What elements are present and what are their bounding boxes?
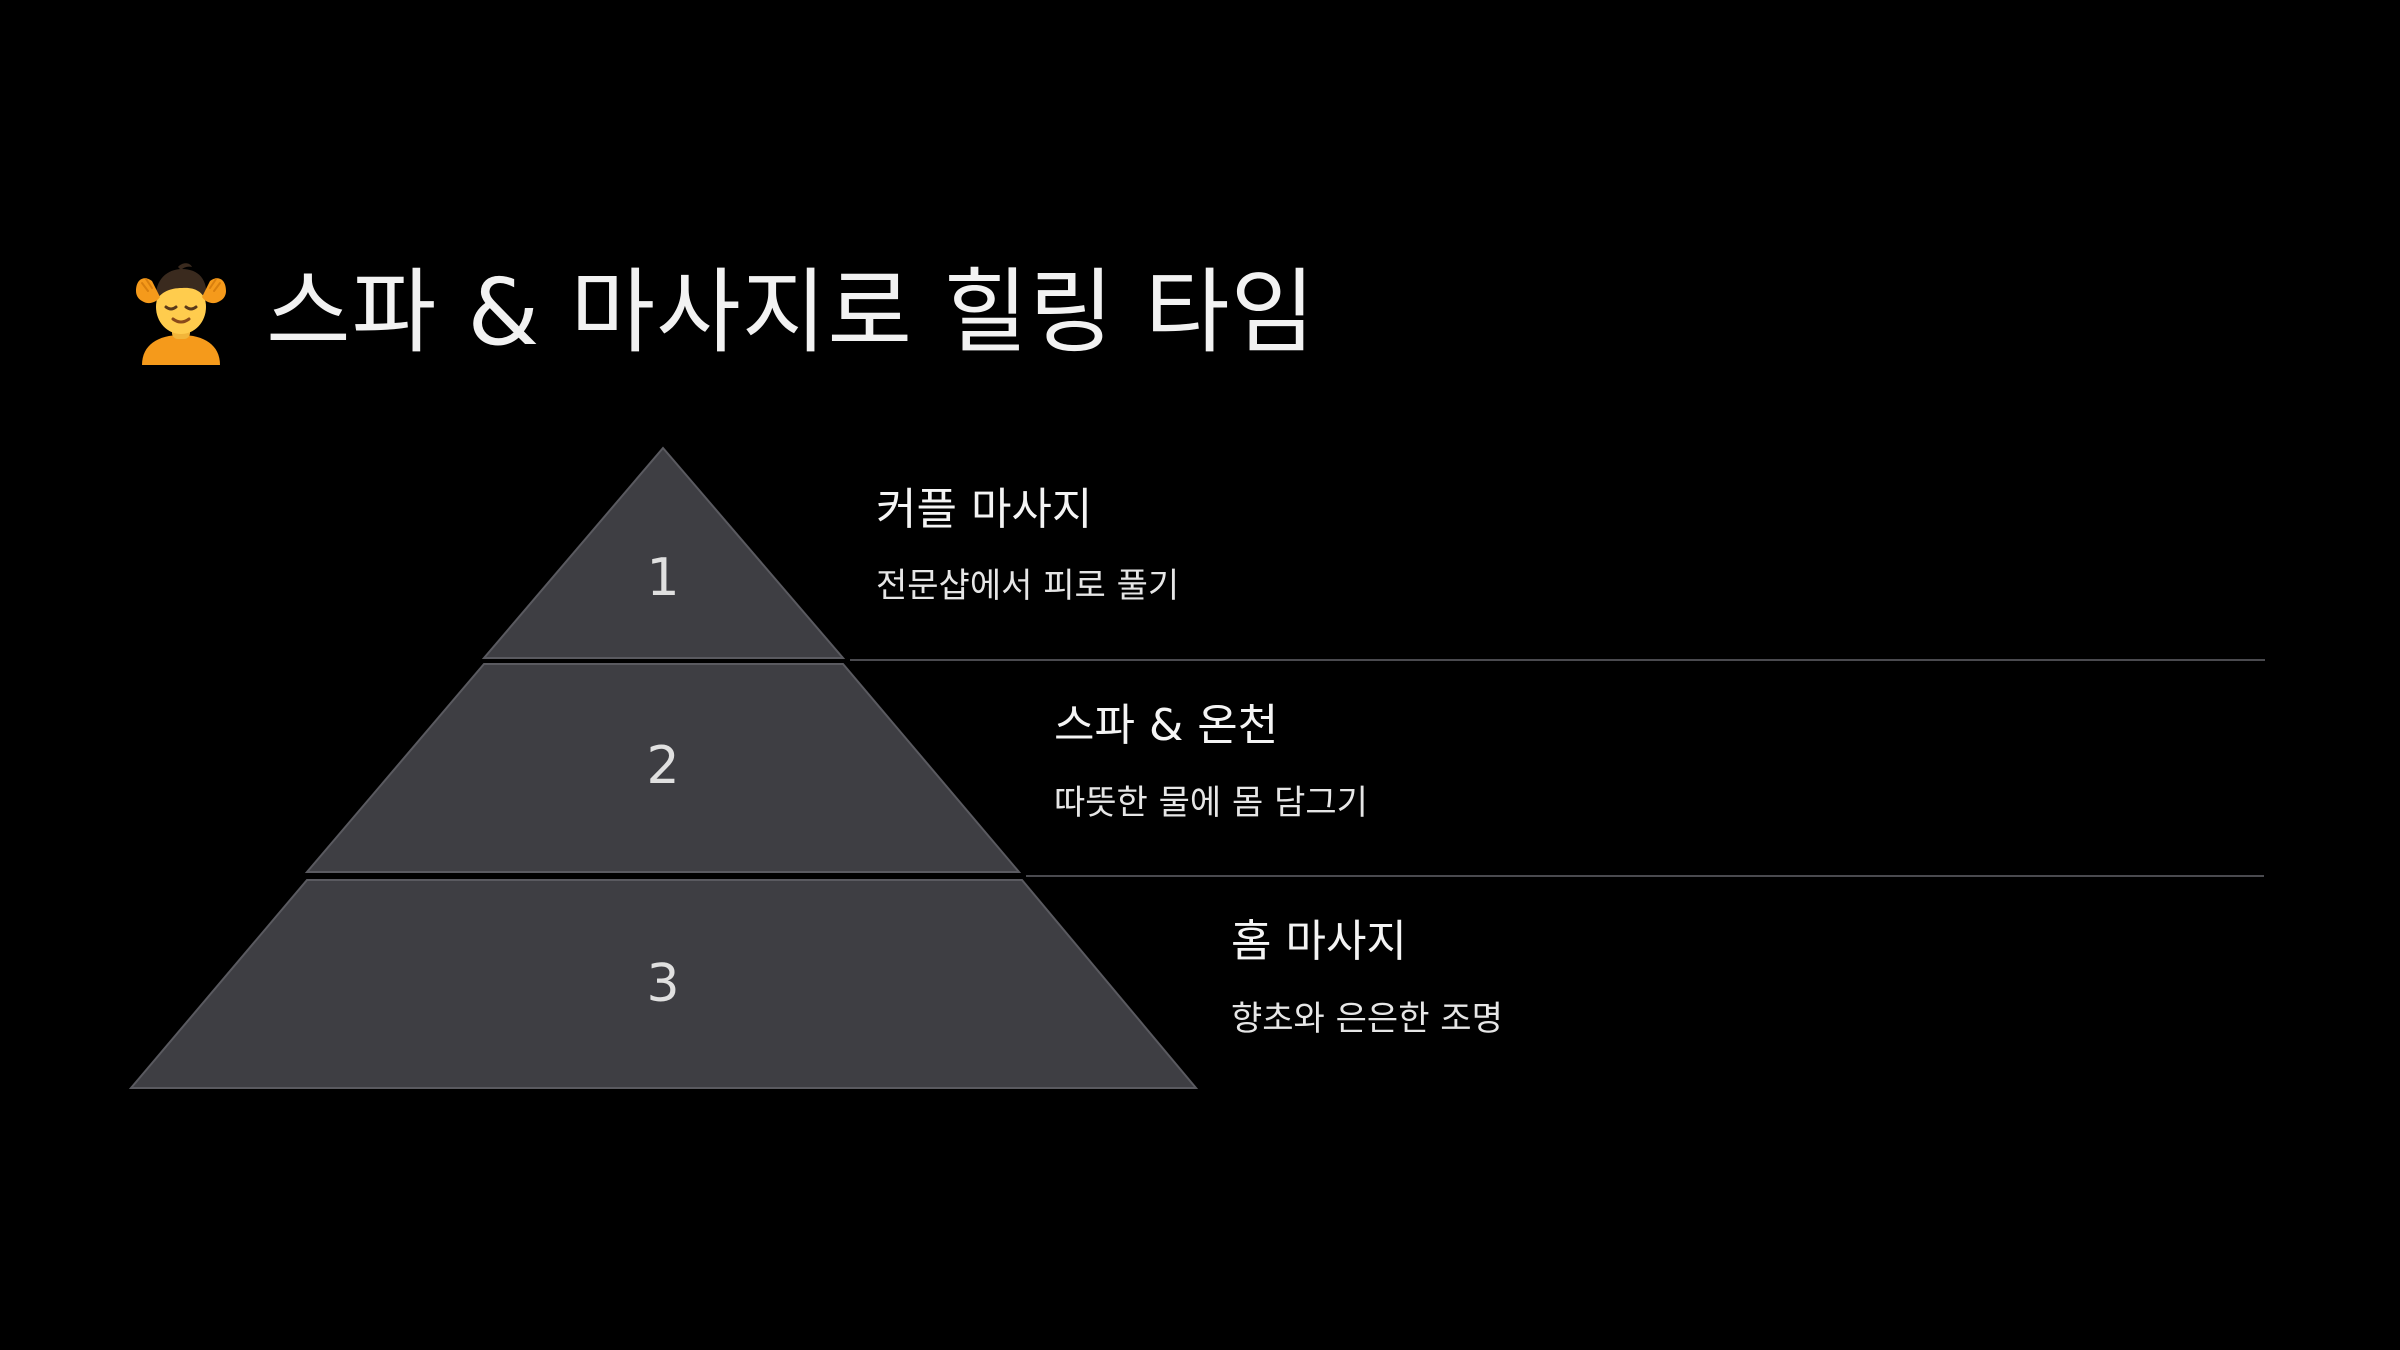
pyramid-tier-1-shape bbox=[481, 446, 846, 659]
pyramid-tier-2-number: 2 bbox=[646, 736, 680, 796]
tier-2-description: 따뜻한 물에 몸 담그기 bbox=[1054, 783, 1368, 823]
tier-3-description: 향초와 은은한 조명 bbox=[1231, 999, 1503, 1039]
slide-title: 스파 & 마사지로 힐링 타임 bbox=[266, 259, 1317, 366]
tier-2-divider bbox=[1026, 875, 2264, 877]
tier-1-title: 커플 마사지 bbox=[876, 484, 1093, 535]
tier-2-title: 스파 & 온천 bbox=[1054, 700, 1279, 751]
pyramid-tier-2-shape bbox=[304, 663, 1022, 873]
person-getting-massage-icon bbox=[136, 263, 226, 365]
slide-title-row: 스파 & 마사지로 힐링 타임 bbox=[132, 258, 1316, 368]
pyramid-tier-3-shape bbox=[128, 879, 1199, 1089]
tier-1-divider bbox=[850, 659, 2265, 661]
tier-1-description: 전문샵에서 피로 풀기 bbox=[876, 566, 1180, 606]
pyramid-tier-1-number: 1 bbox=[646, 548, 680, 608]
tier-3-title: 홈 마사지 bbox=[1231, 916, 1407, 967]
pyramid-tier-3-number: 3 bbox=[646, 954, 680, 1014]
